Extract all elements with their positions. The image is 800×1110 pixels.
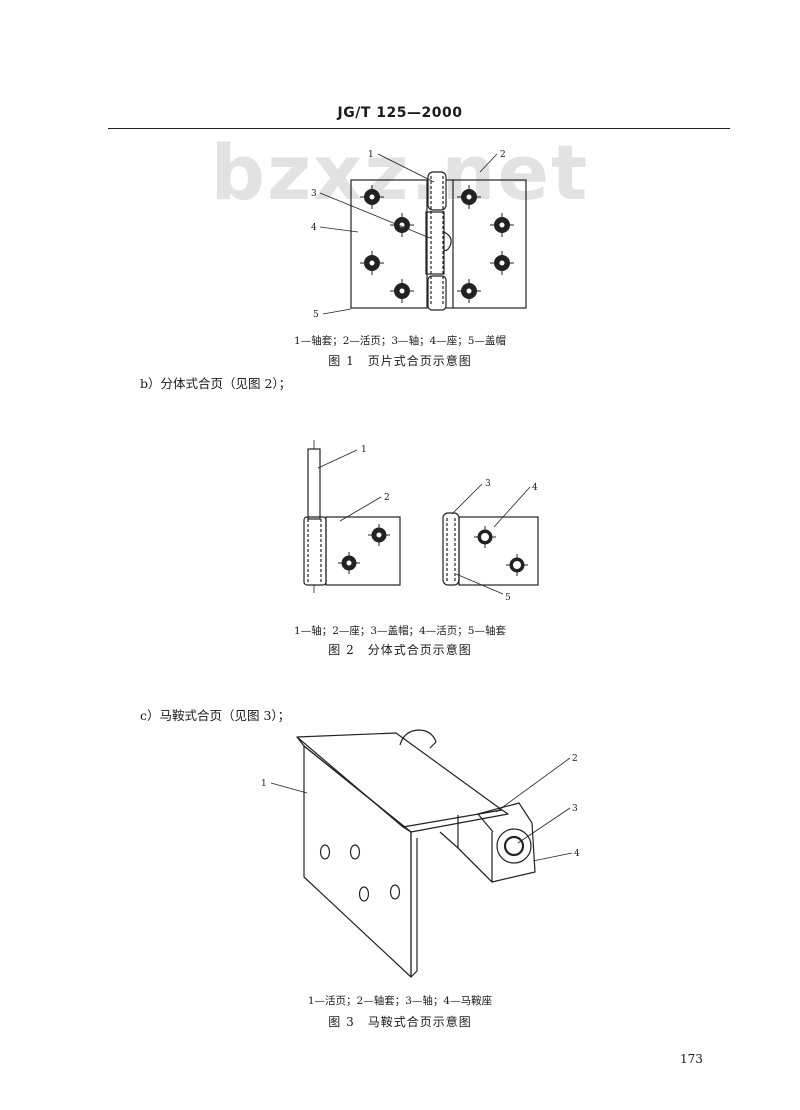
fig1-hole (457, 279, 481, 303)
fig1-hole (390, 279, 414, 303)
figure-2-drawing: 1 2 3 4 5 (303, 440, 539, 603)
page-number: 173 (680, 1052, 703, 1066)
fig3-leaf-top (296, 732, 503, 828)
fig1-knuckle-top (427, 171, 447, 211)
fig3-callout-3: 3 (572, 804, 578, 814)
fig3-callout-4: 4 (574, 849, 580, 859)
figure-3-legend: 1—活页；2—轴套；3—轴；4—马鞍座 (307, 995, 493, 1007)
fig1-screw-holes (360, 185, 514, 303)
fig2-hole (368, 524, 390, 546)
fig2-callout-2: 2 (384, 493, 390, 503)
fig2-callout-4: 4 (532, 483, 538, 493)
fig1-hole (360, 185, 384, 209)
fig1-callout-4: 4 (311, 223, 317, 233)
figure-2-legend: 1—轴；2—座；3—盖帽；4—活页；5—轴套 (294, 625, 506, 637)
figure-2-title: 图 2 分体式合页示意图 (328, 643, 472, 657)
figure-1-title: 图 1 页片式合页示意图 (328, 354, 472, 368)
list-item-c: c）马鞍式合页（见图 3）； (140, 708, 291, 723)
fig1-callout-5: 5 (313, 310, 319, 320)
fig2-leaf-plate (458, 516, 539, 586)
fig3-pin (503, 835, 525, 857)
figure-3-title: 图 3 马鞍式合页示意图 (328, 1015, 472, 1029)
fig2-hole (338, 552, 360, 574)
fig1-callout-3: 3 (311, 189, 317, 199)
fig1-hole (490, 251, 514, 275)
fig3-callout-1: 1 (261, 779, 267, 789)
fig2-callout-1: 1 (361, 445, 367, 455)
fig1-hole (457, 185, 481, 209)
fig1-base-plate (350, 179, 428, 309)
fig2-callout-5: 5 (505, 593, 511, 603)
figure-1-legend: 1—轴套；2—活页；3—轴；4—座；5—盖帽 (294, 335, 506, 347)
fig3-callout-2: 2 (572, 754, 578, 764)
fig1-callout-2: 2 (500, 150, 506, 160)
fig3-leaf-front (303, 745, 412, 978)
figure-1-drawing: 1 2 3 4 5 (311, 150, 527, 320)
fig1-hole (390, 213, 414, 237)
figure-3-drawing: 1 2 3 4 (261, 729, 580, 978)
fig1-hole (490, 213, 514, 237)
fig1-callout-1: 1 (368, 150, 374, 160)
fig2-screw-holes (338, 524, 528, 576)
fig1-knuckle-bottom (427, 275, 447, 311)
fig1-leaf-plate (452, 179, 527, 309)
fig2-hole (474, 526, 496, 548)
fig2-left-sleeve (303, 516, 327, 586)
fig1-knuckle-middle (425, 211, 445, 275)
fig1-hole (360, 251, 384, 275)
list-item-b: b）分体式合页（见图 2）； (140, 376, 292, 391)
fig2-callout-3: 3 (485, 479, 491, 489)
standard-header: JG/T 125—2000 (337, 105, 463, 121)
fig2-hole (506, 554, 528, 576)
header-rule (108, 128, 730, 129)
fig2-pin (307, 448, 321, 520)
fig2-base-plate (325, 516, 401, 586)
